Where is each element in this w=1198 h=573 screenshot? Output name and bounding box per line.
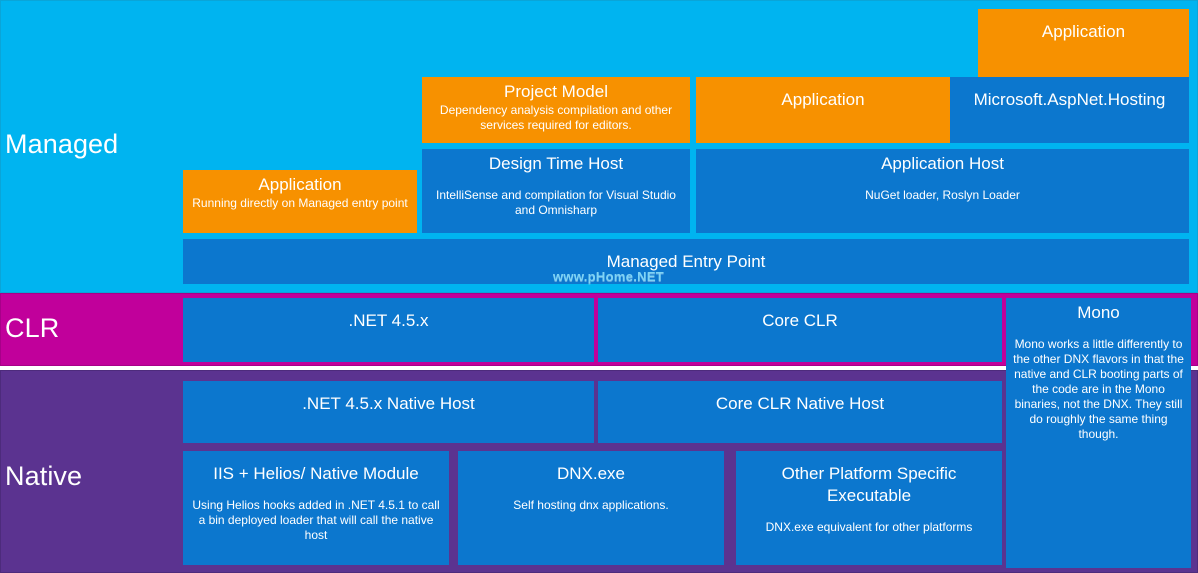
- box-design-time-host[interactable]: Design Time Host IntelliSense and compil…: [422, 149, 690, 233]
- watermark: www.pHome.NET: [553, 269, 665, 284]
- box-iis-helios-native-module[interactable]: IIS + Helios/ Native Module Using Helios…: [183, 451, 449, 565]
- box-title: Application: [1041, 22, 1126, 41]
- box-title: Project Model: [504, 82, 608, 101]
- box-title: IIS + Helios/ Native Module: [213, 464, 419, 483]
- box-subtitle: Running directly on Managed entry point: [192, 196, 408, 210]
- box-title: Mono: [1077, 303, 1120, 322]
- box-project-model[interactable]: Project Model Dependency analysis compil…: [422, 77, 690, 143]
- box-title: Application: [781, 90, 865, 109]
- box-title: Application Host: [881, 154, 1004, 173]
- box-title: Other Platform Specific Executable: [781, 464, 957, 505]
- band-label-native: Native: [5, 461, 83, 491]
- box-title: Core CLR Native Host: [715, 394, 885, 413]
- box-other-platform-specific-executable[interactable]: Other Platform Specific Executable DNX.e…: [736, 451, 1002, 565]
- box-application-left[interactable]: Application Running directly on Managed …: [183, 170, 417, 233]
- box-dnx-exe[interactable]: DNX.exe Self hosting dnx applications.: [458, 451, 724, 565]
- box-subtitle: IntelliSense and compilation for Visual …: [436, 188, 676, 217]
- box-microsoft-aspnet-hosting[interactable]: Microsoft.AspNet.Hosting: [950, 77, 1189, 143]
- box-title: Application: [258, 175, 342, 194]
- box-title: Design Time Host: [488, 154, 624, 173]
- box-title: .NET 4.5.x: [348, 311, 429, 330]
- box-core-clr-native-host[interactable]: Core CLR Native Host: [598, 381, 1002, 443]
- box-subtitle: NuGet loader, Roslyn Loader: [865, 188, 1020, 202]
- box-application-middle[interactable]: Application: [696, 77, 950, 143]
- box-managed-entry-point[interactable]: Managed Entry Point: [183, 239, 1189, 284]
- box-subtitle: Mono works a little differently to the o…: [1013, 337, 1184, 441]
- box-subtitle: DNX.exe equivalent for other platforms: [765, 520, 973, 534]
- box-subtitle: Self hosting dnx applications.: [513, 498, 669, 512]
- box-title: Microsoft.AspNet.Hosting: [973, 90, 1166, 109]
- band-label-clr: CLR: [5, 313, 60, 343]
- band-label-managed: Managed: [5, 129, 119, 159]
- box-mono[interactable]: Mono Mono works a little differently to …: [1006, 298, 1191, 568]
- box-title: .NET 4.5.x Native Host: [302, 394, 475, 413]
- box-title: Managed Entry Point: [606, 252, 766, 271]
- box-title: Core CLR: [762, 311, 838, 330]
- box-net-45x[interactable]: .NET 4.5.x: [183, 298, 594, 362]
- box-application-host[interactable]: Application Host NuGet loader, Roslyn Lo…: [696, 149, 1189, 233]
- box-core-clr[interactable]: Core CLR: [598, 298, 1002, 362]
- box-subtitle: Using Helios hooks added in .NET 4.5.1 t…: [192, 498, 440, 542]
- box-net-45x-native-host[interactable]: .NET 4.5.x Native Host: [183, 381, 594, 443]
- box-title: DNX.exe: [556, 464, 626, 483]
- box-subtitle: Dependency analysis compilation and othe…: [439, 103, 673, 132]
- box-application-top-right[interactable]: Application: [978, 9, 1189, 77]
